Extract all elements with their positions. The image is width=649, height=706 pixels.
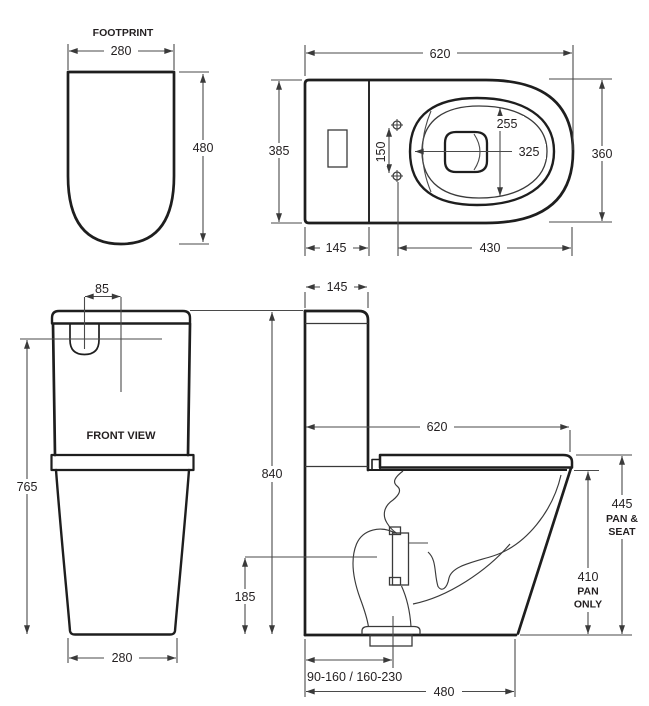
side-view: 145 840 620 185 90-160 / 160-230 480 445… — [190, 279, 643, 699]
side-view-seat — [378, 453, 574, 469]
side-view-outlet-pipe — [369, 634, 413, 647]
footprint-outline — [66, 70, 176, 246]
side-view-seat-height-sublabel-1: PAN & — [606, 513, 638, 525]
side-view-pan-height-sublabel-2: ONLY — [574, 599, 602, 611]
front-view-base-label: 280 — [112, 651, 133, 665]
footprint-title: FOOTPRINT — [93, 27, 154, 39]
side-view-pan-height-sublabel-1: PAN — [577, 586, 598, 598]
side-view-base-label: 480 — [434, 685, 455, 699]
footprint-view: FOOTPRINT 280 480 — [66, 27, 219, 246]
side-view-cistern-label: 145 — [327, 280, 348, 294]
side-view-trap-label: 185 — [235, 590, 256, 604]
side-view-trap-internals — [352, 470, 562, 668]
top-view-bowl-length-label: 255 — [497, 117, 518, 131]
top-view-extension-lines — [271, 45, 612, 256]
top-view: 620 385 145 430 360 150 255 325 — [262, 45, 619, 256]
front-view-pan-body — [54, 468, 191, 636]
side-view-pan-back-slant — [516, 466, 573, 635]
front-view-height-label: 765 — [17, 480, 38, 494]
front-view-extension-lines — [20, 297, 178, 663]
top-view-seat-label: 430 — [480, 241, 501, 255]
top-view-shell-outline — [303, 78, 575, 225]
footprint-depth-label: 480 — [193, 141, 214, 155]
top-view-flush-hole — [443, 130, 489, 174]
top-view-fixing-holes — [391, 119, 403, 182]
side-view-extension-lines — [245, 292, 632, 697]
side-view-height-label: 840 — [262, 467, 283, 481]
front-view-cistern-right — [186, 322, 192, 457]
side-view-seat-height-label: 445 — [612, 497, 633, 511]
footprint-width-label: 280 — [111, 44, 132, 58]
top-view-depth-label: 385 — [269, 144, 290, 158]
front-view: FRONT VIEW 85 765 280 — [10, 282, 195, 665]
side-view-cistern — [303, 309, 370, 472]
top-view-cistern-label: 145 — [326, 241, 347, 255]
top-view-width-label: 620 — [430, 47, 451, 61]
side-view-depth-label: 620 — [427, 420, 448, 434]
side-view-pan-height-label: 410 — [578, 570, 599, 584]
footprint-extension-lines — [67, 44, 209, 245]
top-view-holes-label: 150 — [374, 142, 388, 163]
front-view-band — [50, 453, 195, 472]
top-view-bowl-inner — [421, 105, 548, 199]
side-view-setout-label: 90-160 / 160-230 — [307, 670, 402, 684]
top-view-pan-width-label: 360 — [592, 147, 613, 161]
side-view-outlet-flange — [361, 625, 421, 635]
front-view-button-label: 85 — [95, 282, 109, 296]
front-view-cistern-left — [51, 322, 57, 457]
top-view-flush-button — [327, 129, 348, 168]
top-view-seat-outline — [408, 96, 556, 207]
front-view-title: FRONT VIEW — [86, 430, 156, 442]
front-view-lid — [50, 309, 192, 325]
top-view-bowl-width-label: 325 — [519, 145, 540, 159]
front-view-button-recess — [69, 324, 100, 356]
side-view-seat-height-sublabel-2: SEAT — [608, 526, 636, 538]
